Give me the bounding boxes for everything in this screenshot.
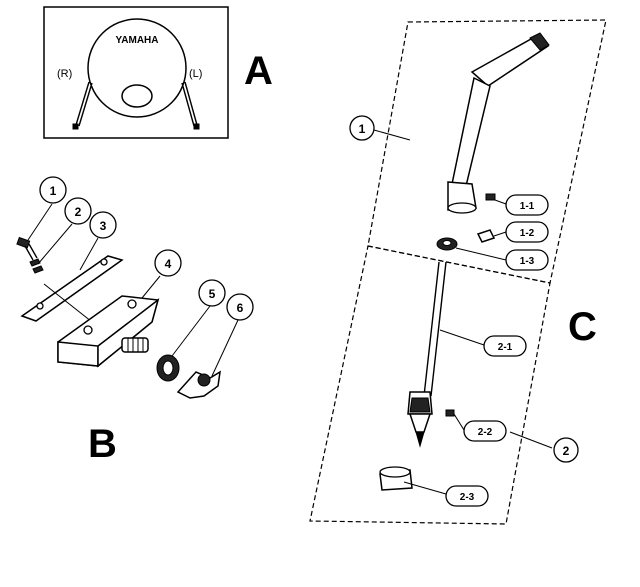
part-4-bracket <box>57 295 160 368</box>
right-side-label: (R) <box>57 68 72 80</box>
svg-text:1: 1 <box>50 184 57 198</box>
callout-2: 2 <box>37 197 92 265</box>
part-1-bolt <box>16 236 38 261</box>
part-1-1-upper-leg <box>447 32 550 214</box>
callout-6: 6 <box>211 293 254 377</box>
svg-text:2: 2 <box>563 444 570 458</box>
label-1-2: 1-2 <box>505 221 549 243</box>
svg-text:6: 6 <box>237 301 244 315</box>
panel-a-label: A <box>244 49 273 93</box>
left-side-label: (L) <box>189 68 202 80</box>
assembly-2-group-box <box>309 245 551 525</box>
svg-text:2-3: 2-3 <box>460 492 475 503</box>
label-2-3: 2-3 <box>445 485 489 507</box>
spike-tip <box>408 413 432 448</box>
part-2-spring-washer <box>29 258 44 274</box>
part-2-2-set-screw <box>445 409 455 417</box>
callout-1: 1 <box>27 176 67 241</box>
panel-b: 1 2 3 4 5 6 B <box>16 176 254 466</box>
panel-b-label: B <box>88 422 117 466</box>
panel-c: 1 2 1-1 1-2 1-3 2-1 2-2 2-3 <box>309 19 607 525</box>
label-2-2: 2-2 <box>463 420 507 442</box>
bass-drum-front-view <box>72 18 200 130</box>
svg-text:2-1: 2-1 <box>498 342 513 353</box>
svg-text:1-2: 1-2 <box>520 228 535 239</box>
svg-text:2: 2 <box>75 205 82 219</box>
label-1-3: 1-3 <box>505 249 549 271</box>
svg-text:2-2: 2-2 <box>478 427 493 438</box>
callout-4: 4 <box>141 249 182 299</box>
callout-assembly-2: 2 <box>553 437 579 463</box>
assembly-1-group-box <box>367 19 607 284</box>
svg-text:3: 3 <box>100 219 107 233</box>
svg-text:1-1: 1-1 <box>520 201 535 212</box>
panel-a: YAMAHA (R) (L) A <box>43 6 273 139</box>
part-3-mounting-plate <box>20 255 124 322</box>
label-2-1: 2-1 <box>483 335 527 357</box>
svg-text:1-3: 1-3 <box>520 256 535 267</box>
part-2-3-rubber-foot <box>379 466 413 491</box>
part-6-wing-nut <box>176 370 221 399</box>
callout-3: 3 <box>79 211 117 271</box>
label-1-1: 1-1 <box>505 194 549 216</box>
part-5-washer <box>156 354 180 382</box>
part-1-3-nut <box>436 237 458 251</box>
part-2-1-lower-rod <box>407 261 447 415</box>
svg-text:4: 4 <box>165 257 172 271</box>
svg-text:1: 1 <box>359 122 366 136</box>
part-1-2-clip <box>476 229 496 243</box>
callout-5: 5 <box>171 279 226 357</box>
panel-c-label: C <box>568 305 597 349</box>
brand-logo-text: YAMAHA <box>116 35 159 46</box>
callout-assembly-1: 1 <box>349 115 375 141</box>
svg-text:5: 5 <box>209 287 216 301</box>
